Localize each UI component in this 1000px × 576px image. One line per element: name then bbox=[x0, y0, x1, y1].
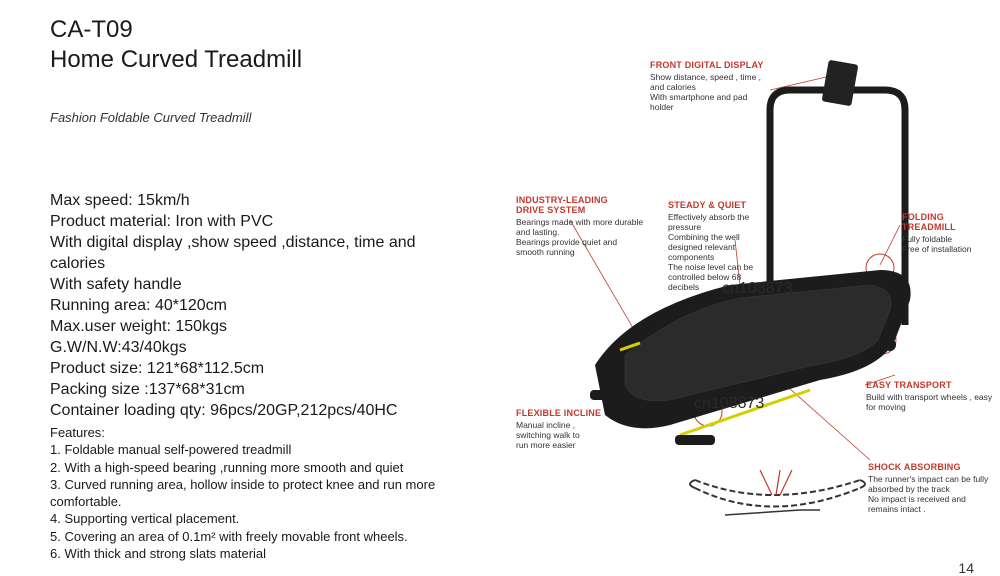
callout-text: switching walk to bbox=[516, 430, 580, 440]
callout-text: designed relevant bbox=[668, 242, 736, 252]
callout-text: Effectively absorb the bbox=[668, 212, 750, 222]
callout-text: smooth running bbox=[516, 247, 575, 257]
callout-title: STEADY & QUIET bbox=[668, 200, 747, 210]
accent-stripe bbox=[619, 341, 641, 352]
callout-drive-system: INDUSTRY-LEADING DRIVE SYSTEM Bearings m… bbox=[516, 195, 656, 257]
watermark: cn108873 bbox=[722, 280, 793, 297]
callout-transport: EASY TRANSPORT Build with transport whee… bbox=[866, 380, 998, 412]
callout-text: pressure bbox=[668, 222, 702, 232]
callout-text: No impact is received and bbox=[868, 494, 966, 504]
feature-item: 1. Foldable manual self-powered treadmil… bbox=[50, 442, 292, 458]
callout-text: and lasting. bbox=[516, 227, 560, 237]
spec-list: Max speed: 15km/h Product material: Iron… bbox=[50, 190, 470, 421]
callout-title: INDUSTRY-LEADING DRIVE SYSTEM bbox=[516, 195, 608, 215]
callout-text: With smartphone and pad bbox=[650, 92, 748, 102]
treadmill-illustration bbox=[569, 60, 911, 516]
callout-title: FRONT DIGITAL DISPLAY bbox=[650, 60, 764, 70]
callout-text: The noise level can be bbox=[668, 262, 754, 272]
page-title: Home Curved Treadmill bbox=[50, 46, 303, 73]
spec-item: Packing size :137*68*31cm bbox=[50, 381, 245, 398]
callout-text: Bearings provide quiet and bbox=[516, 237, 618, 247]
subtitle: Fashion Foldable Curved Treadmill bbox=[50, 110, 252, 125]
page-number: 14 bbox=[958, 560, 974, 576]
spec-item: Max.user weight: 150kgs bbox=[50, 318, 227, 335]
feature-item: 2. With a high-speed bearing ,running mo… bbox=[50, 459, 404, 475]
feature-item: 6. With thick and strong slats material bbox=[50, 546, 267, 562]
rear-foot bbox=[675, 435, 715, 445]
spec-item: G.W/N.W:43/40kgs bbox=[50, 339, 187, 356]
callout-text: components bbox=[668, 252, 715, 262]
spec-item: Container loading qty: 96pcs/20GP,212pcs… bbox=[50, 402, 398, 419]
transport-wheel bbox=[884, 339, 896, 351]
callout-text: Fully foldable bbox=[902, 234, 953, 244]
callout-title: FOLDING TREADMILL bbox=[902, 212, 956, 232]
callout-text: Bearings made with more durable bbox=[516, 217, 644, 227]
callout-text: holder bbox=[650, 102, 674, 112]
callout-text: Free of installation bbox=[902, 244, 972, 254]
callout-title: SHOCK ABSORBING bbox=[868, 462, 961, 472]
callout-text: Build with transport wheels , easy bbox=[866, 392, 993, 402]
callout-steady-quiet: STEADY & QUIET Effectively absorb the pr… bbox=[668, 200, 768, 292]
spec-item: Product size: 121*68*112.5cm bbox=[50, 360, 265, 377]
feature-item: 3. Curved running area, hollow inside to… bbox=[50, 476, 436, 510]
accent-stripe bbox=[679, 388, 811, 437]
spec-item: With safety handle bbox=[50, 276, 182, 293]
callout-text: Manual incline , bbox=[516, 420, 576, 430]
callout-title: FLEXIBLE INCLINE bbox=[516, 408, 602, 418]
running-belt bbox=[624, 284, 892, 402]
callout-text: The runner's impact can be fully bbox=[868, 474, 989, 484]
callout-front-display: FRONT DIGITAL DISPLAY Show distance, spe… bbox=[650, 60, 780, 112]
callout-text: for moving bbox=[866, 402, 906, 412]
callout-incline: FLEXIBLE INCLINE Manual incline , switch… bbox=[516, 408, 616, 450]
display-console bbox=[822, 60, 858, 106]
callout-text: Show distance, speed , time , bbox=[650, 72, 762, 82]
spec-item: With digital display ,show speed ,distan… bbox=[50, 234, 416, 272]
feature-item: 5. Covering an area of 0.1m² with freely… bbox=[50, 528, 408, 544]
rear-foot bbox=[590, 390, 620, 400]
callout-text: controlled below 68 bbox=[668, 272, 742, 282]
model-number: CA-T09 bbox=[50, 16, 133, 43]
callout-text: and calories bbox=[650, 82, 696, 92]
callout-text: remains intact . bbox=[868, 504, 926, 514]
feature-list: Features: 1. Foldable manual self-powere… bbox=[50, 424, 460, 562]
callout-text: absorbed by the track bbox=[868, 484, 950, 494]
spec-item: Running area: 40*120cm bbox=[50, 297, 228, 314]
feature-item: 4. Supporting vertical placement. bbox=[50, 511, 240, 527]
callout-shock: SHOCK ABSORBING The runner's impact can … bbox=[868, 462, 998, 514]
callout-text: decibels bbox=[668, 282, 700, 292]
watermark: cn108873 bbox=[694, 395, 765, 412]
callout-title: EASY TRANSPORT bbox=[866, 380, 952, 390]
callout-text: Combining the well bbox=[668, 232, 740, 242]
callout-text: run more easier bbox=[516, 440, 576, 450]
shock-absorbing-diagram bbox=[689, 469, 866, 516]
spec-item: Max speed: 15km/h bbox=[50, 192, 190, 209]
spec-item: Product material: Iron with PVC bbox=[50, 213, 274, 230]
features-heading: Features: bbox=[50, 425, 105, 440]
callout-folding: FOLDING TREADMILL Fully foldable Free of… bbox=[902, 212, 998, 254]
